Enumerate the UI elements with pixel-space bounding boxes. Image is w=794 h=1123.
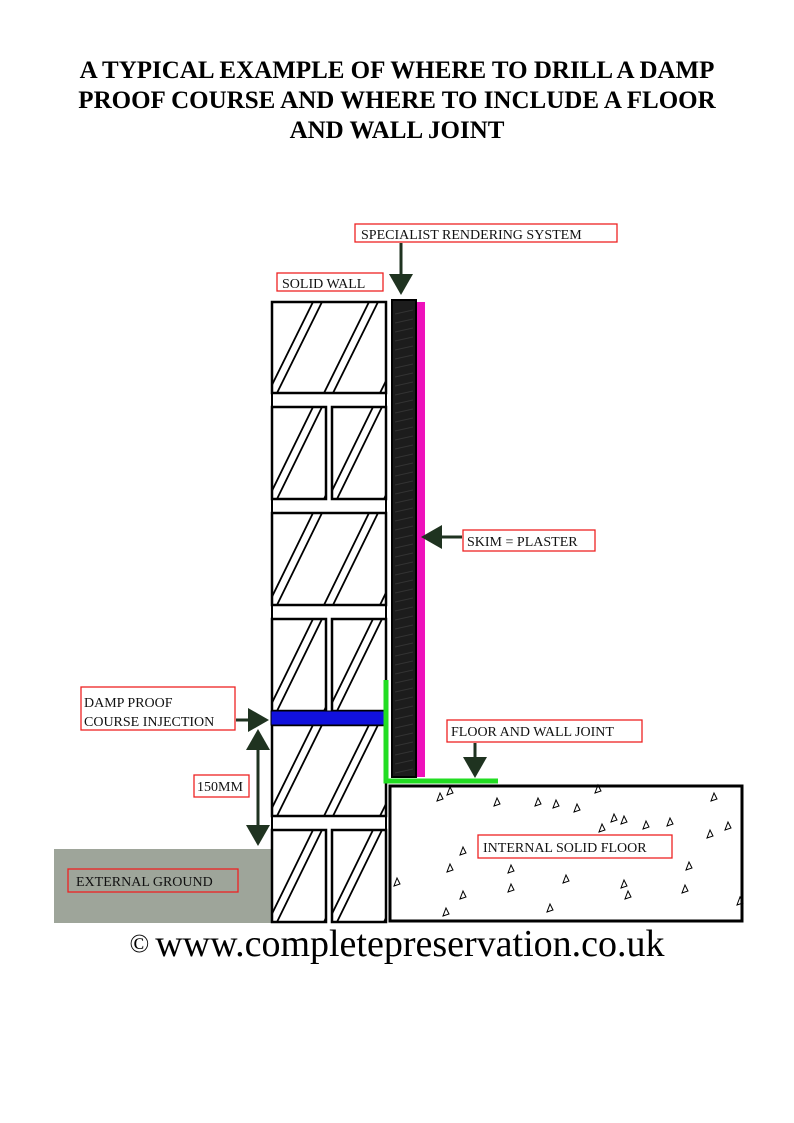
label-height: 150MM: [193, 774, 250, 798]
svg-text:INTERNAL SOLID FLOOR: INTERNAL SOLID FLOOR: [483, 841, 647, 856]
title-line-1: A TYPICAL EXAMPLE OF WHERE TO DRILL A DA…: [79, 57, 715, 84]
floor-aggregate: [393, 783, 744, 917]
svg-text:FLOOR AND WALL JOINT: FLOOR AND WALL JOINT: [451, 725, 614, 740]
label-floor: INTERNAL SOLID FLOOR: [477, 834, 673, 859]
brick: [270, 405, 328, 501]
svg-text:SPECIALIST RENDERING SYSTEM: SPECIALIST RENDERING SYSTEM: [361, 228, 582, 243]
brick: [270, 828, 328, 924]
brick: [330, 828, 388, 924]
diagram-title: A TYPICAL EXAMPLE OF WHERE TO DRILL A DA…: [0, 56, 794, 146]
svg-text:EXTERNAL GROUND: EXTERNAL GROUND: [76, 875, 213, 890]
svg-text:DAMP PROOF: DAMP PROOF: [84, 696, 173, 711]
damp-proof-course: [270, 710, 386, 726]
label-solid-wall: SOLID WALL: [276, 272, 384, 292]
label-rendering: SPECIALIST RENDERING SYSTEM: [354, 223, 618, 243]
brick: [270, 300, 388, 395]
website-url[interactable]: www.completepreservation.co.uk: [155, 923, 665, 965]
title-line-3: AND WALL JOINT: [289, 117, 505, 144]
label-skim: SKIM = PLASTER: [462, 529, 596, 552]
copyright-symbol: ©: [129, 929, 150, 958]
svg-text:SKIM = PLASTER: SKIM = PLASTER: [467, 535, 578, 550]
brick: [270, 511, 388, 607]
title-line-2: PROOF COURSE AND WHERE TO INCLUDE A FLOO…: [78, 87, 716, 114]
brick: [330, 405, 388, 501]
label-dpc: DAMP PROOF COURSE INJECTION: [80, 686, 236, 731]
label-ground: EXTERNAL GROUND: [67, 868, 239, 893]
svg-text:SOLID WALL: SOLID WALL: [282, 277, 365, 292]
svg-text:COURSE INJECTION: COURSE INJECTION: [84, 715, 214, 730]
label-joint: FLOOR AND WALL JOINT: [446, 719, 643, 743]
website-footer: ©www.completepreservation.co.uk: [0, 922, 794, 966]
mortar-joints: [271, 393, 387, 830]
skim-plaster-layer: [417, 302, 425, 777]
brick: [270, 617, 328, 713]
svg-text:150MM: 150MM: [197, 780, 243, 795]
floor-wall-joint: [383, 680, 498, 784]
